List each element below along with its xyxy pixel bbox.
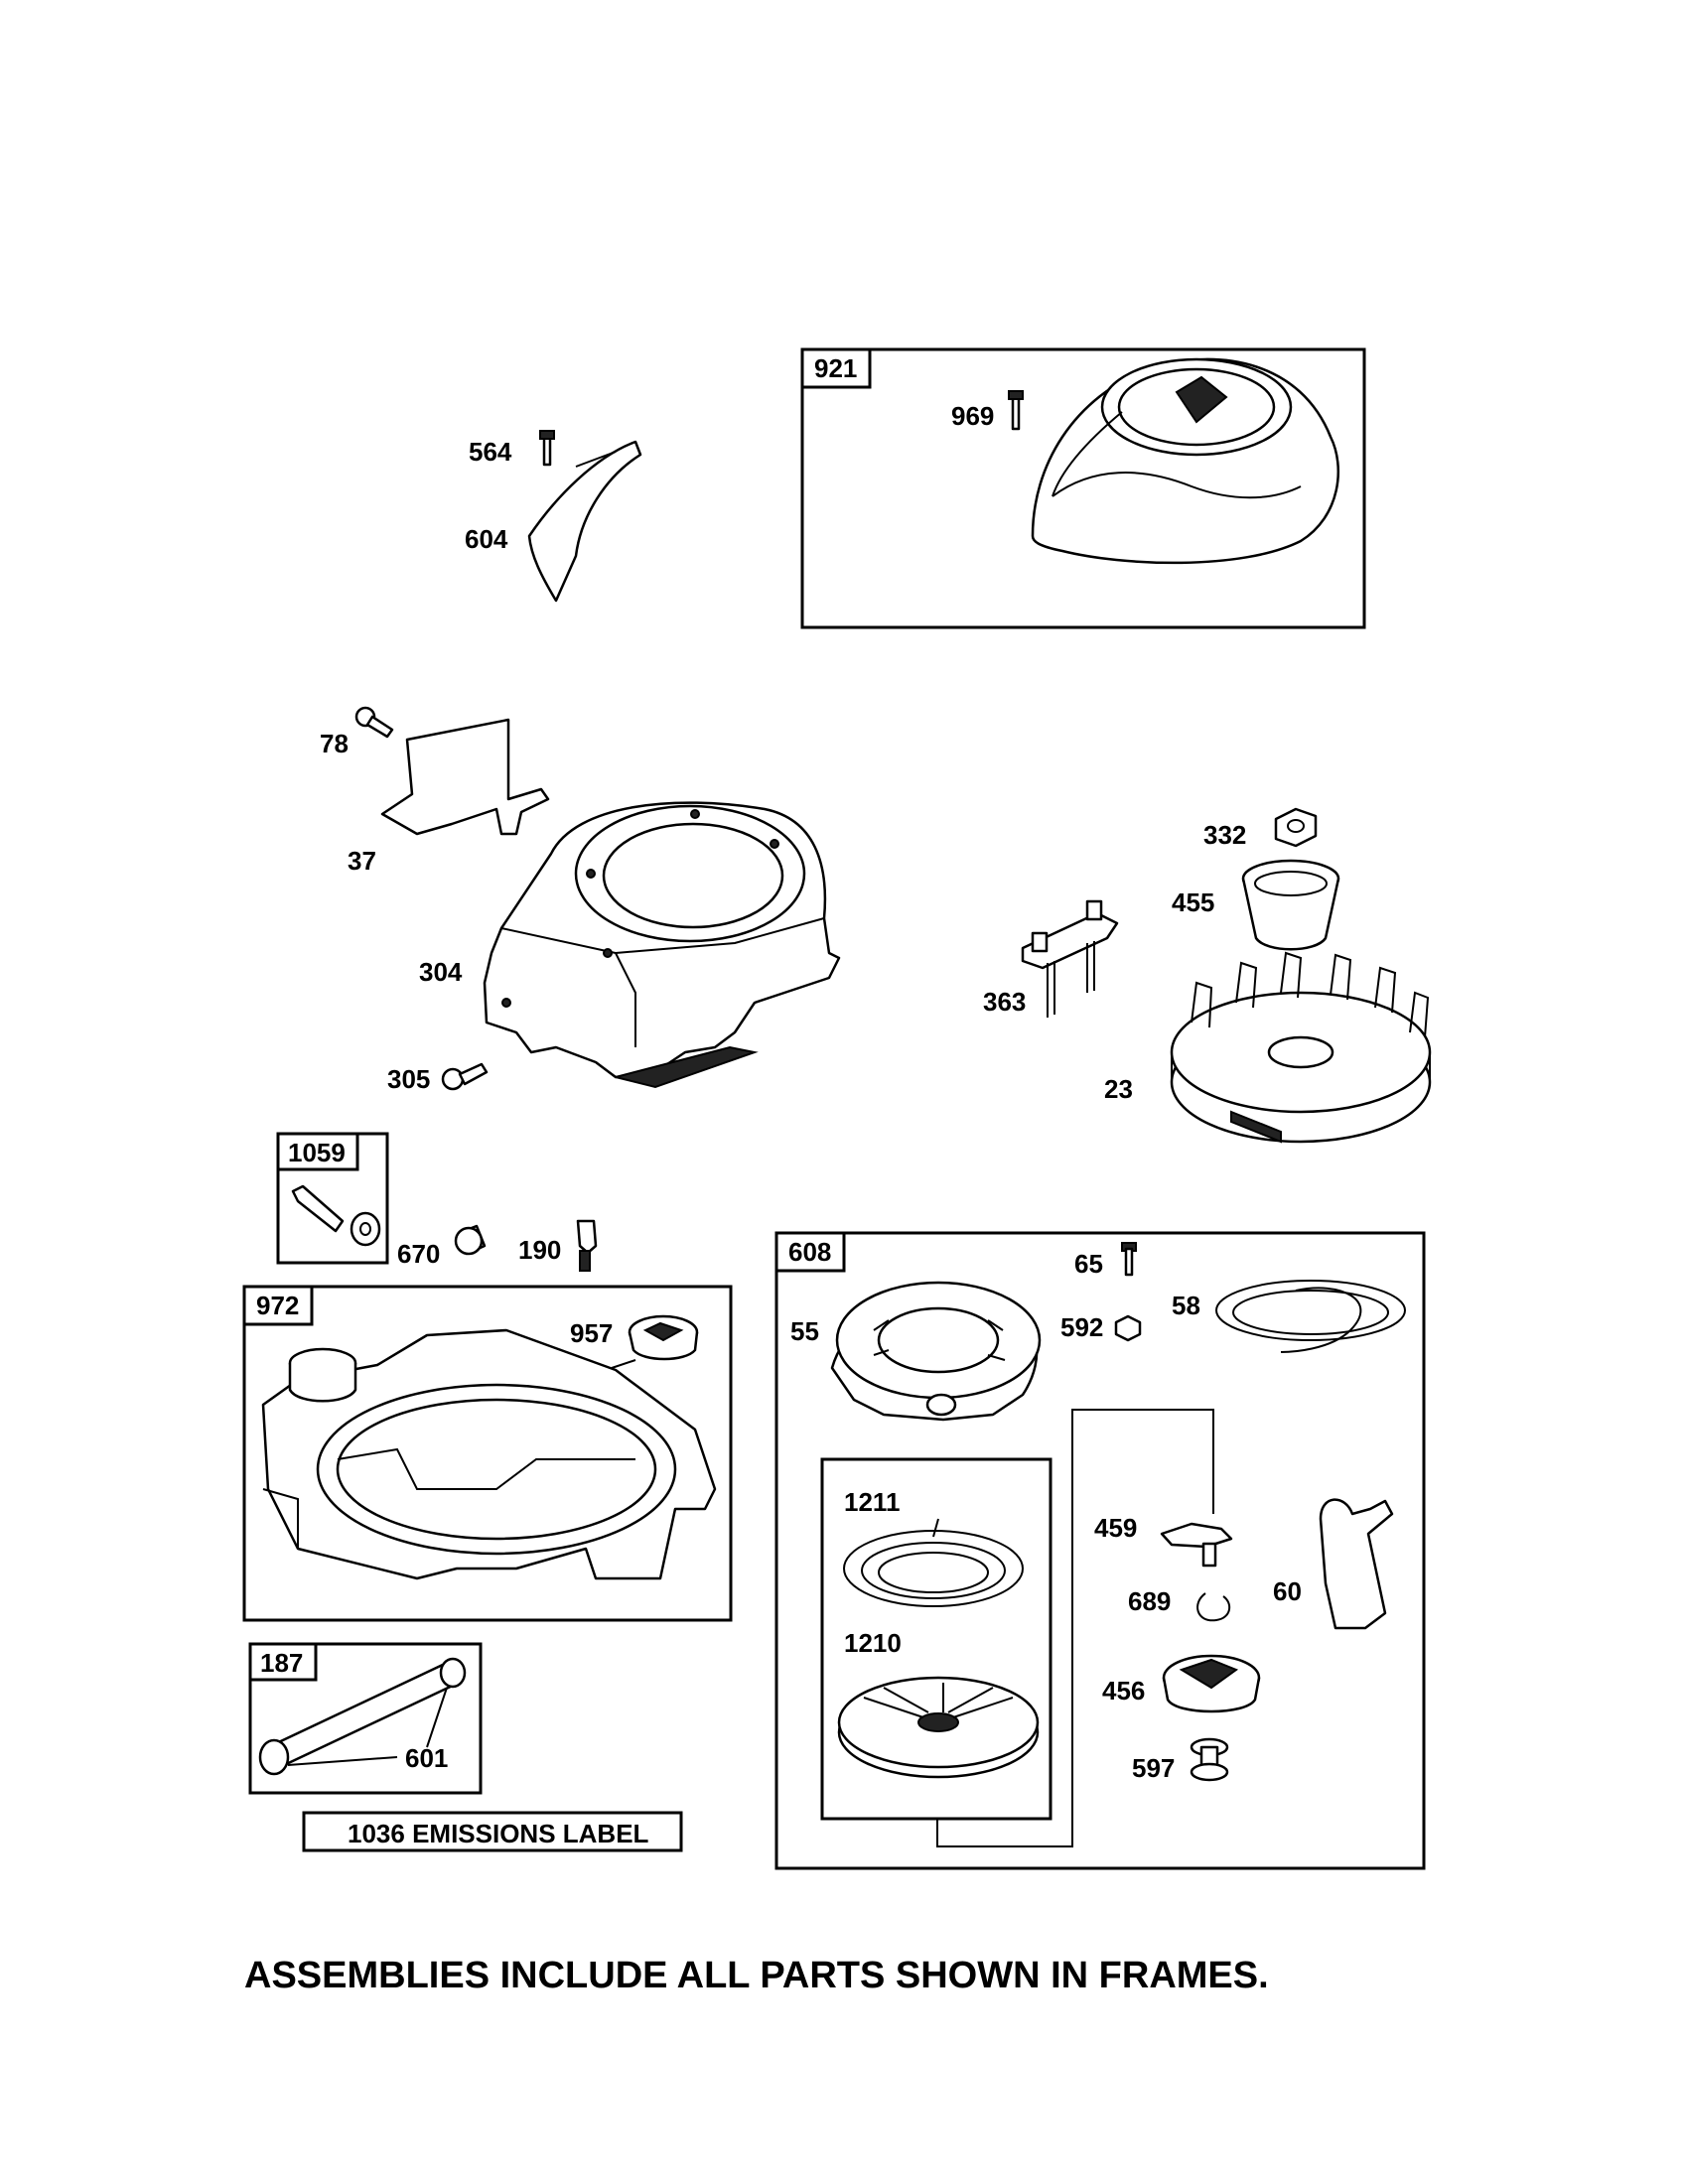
label-363: 363 <box>983 987 1026 1017</box>
label-55: 55 <box>790 1316 819 1346</box>
label-608: 608 <box>788 1237 831 1267</box>
label-37: 37 <box>348 846 376 876</box>
part-23-flywheel <box>1170 951 1432 1144</box>
part-332-nut <box>1274 807 1318 848</box>
frame-pulley-assembly <box>820 1409 1214 1847</box>
footer-note: ASSEMBLIES INCLUDE ALL PARTS SHOWN IN FR… <box>244 1955 1269 1996</box>
part-921-cover <box>1031 357 1340 565</box>
part-55-starter-housing <box>830 1281 1042 1422</box>
part-969-screw <box>1008 390 1024 431</box>
part-597-screw <box>1190 1737 1229 1782</box>
part-304-housing <box>483 801 841 1089</box>
part-60-handle <box>1319 1498 1394 1630</box>
part-78-bolt <box>354 706 394 739</box>
label-187: 187 <box>260 1648 303 1678</box>
label-601: 601 <box>405 1743 448 1773</box>
frame-921: 921 <box>800 347 1366 629</box>
frame-187: 187 <box>248 1642 483 1795</box>
label-60: 60 <box>1273 1576 1302 1606</box>
part-455-cup <box>1241 859 1340 951</box>
part-592-nut <box>1114 1314 1142 1342</box>
label-58: 58 <box>1172 1291 1200 1320</box>
label-972: 972 <box>256 1291 299 1320</box>
label-689: 689 <box>1128 1586 1171 1616</box>
part-305-bolt <box>441 1062 489 1091</box>
label-604: 604 <box>465 524 508 554</box>
part-58-rope <box>1215 1280 1406 1353</box>
part-957-cap <box>611 1314 699 1369</box>
part-363-bracket <box>1021 899 1119 1018</box>
part-456-cup <box>1162 1654 1261 1713</box>
label-592: 592 <box>1060 1312 1103 1342</box>
label-1210: 1210 <box>844 1628 902 1658</box>
label-456: 456 <box>1102 1676 1145 1706</box>
label-597: 597 <box>1132 1753 1175 1783</box>
frame-608: 608 <box>774 1231 1426 1870</box>
label-190: 190 <box>518 1235 561 1265</box>
label-304: 304 <box>419 957 463 987</box>
label-23: 23 <box>1104 1074 1133 1104</box>
label-670: 670 <box>397 1239 440 1269</box>
label-957: 957 <box>570 1318 613 1348</box>
part-65-screw <box>1121 1242 1137 1277</box>
part-972-shroud <box>261 1328 717 1580</box>
part-37-baffle <box>380 718 550 836</box>
part-1210-pulley <box>837 1676 1040 1779</box>
part-604-shield <box>527 440 642 603</box>
emissions-label-box: 1036 EMISSIONS LABEL <box>302 1811 683 1852</box>
label-921: 921 <box>814 353 857 383</box>
label-969: 969 <box>951 401 994 431</box>
label-305: 305 <box>387 1064 430 1094</box>
emissions-label: 1036 EMISSIONS LABEL <box>348 1819 649 1848</box>
label-65: 65 <box>1074 1249 1103 1279</box>
label-455: 455 <box>1172 887 1214 917</box>
frame-1059: 1059 <box>276 1132 389 1265</box>
label-332: 332 <box>1203 820 1246 850</box>
frame-972: 972 <box>242 1285 733 1622</box>
label-1059: 1059 <box>288 1138 346 1167</box>
part-564-screw <box>539 430 555 467</box>
part-190-stud <box>576 1219 598 1272</box>
part-670-spacer <box>454 1224 487 1256</box>
part-689-clip <box>1196 1592 1231 1622</box>
part-459-dog <box>1160 1522 1233 1568</box>
label-78: 78 <box>320 729 349 758</box>
part-1211-spring <box>843 1518 1024 1607</box>
label-1211: 1211 <box>844 1487 900 1517</box>
label-459: 459 <box>1094 1513 1137 1543</box>
label-564: 564 <box>469 437 512 467</box>
